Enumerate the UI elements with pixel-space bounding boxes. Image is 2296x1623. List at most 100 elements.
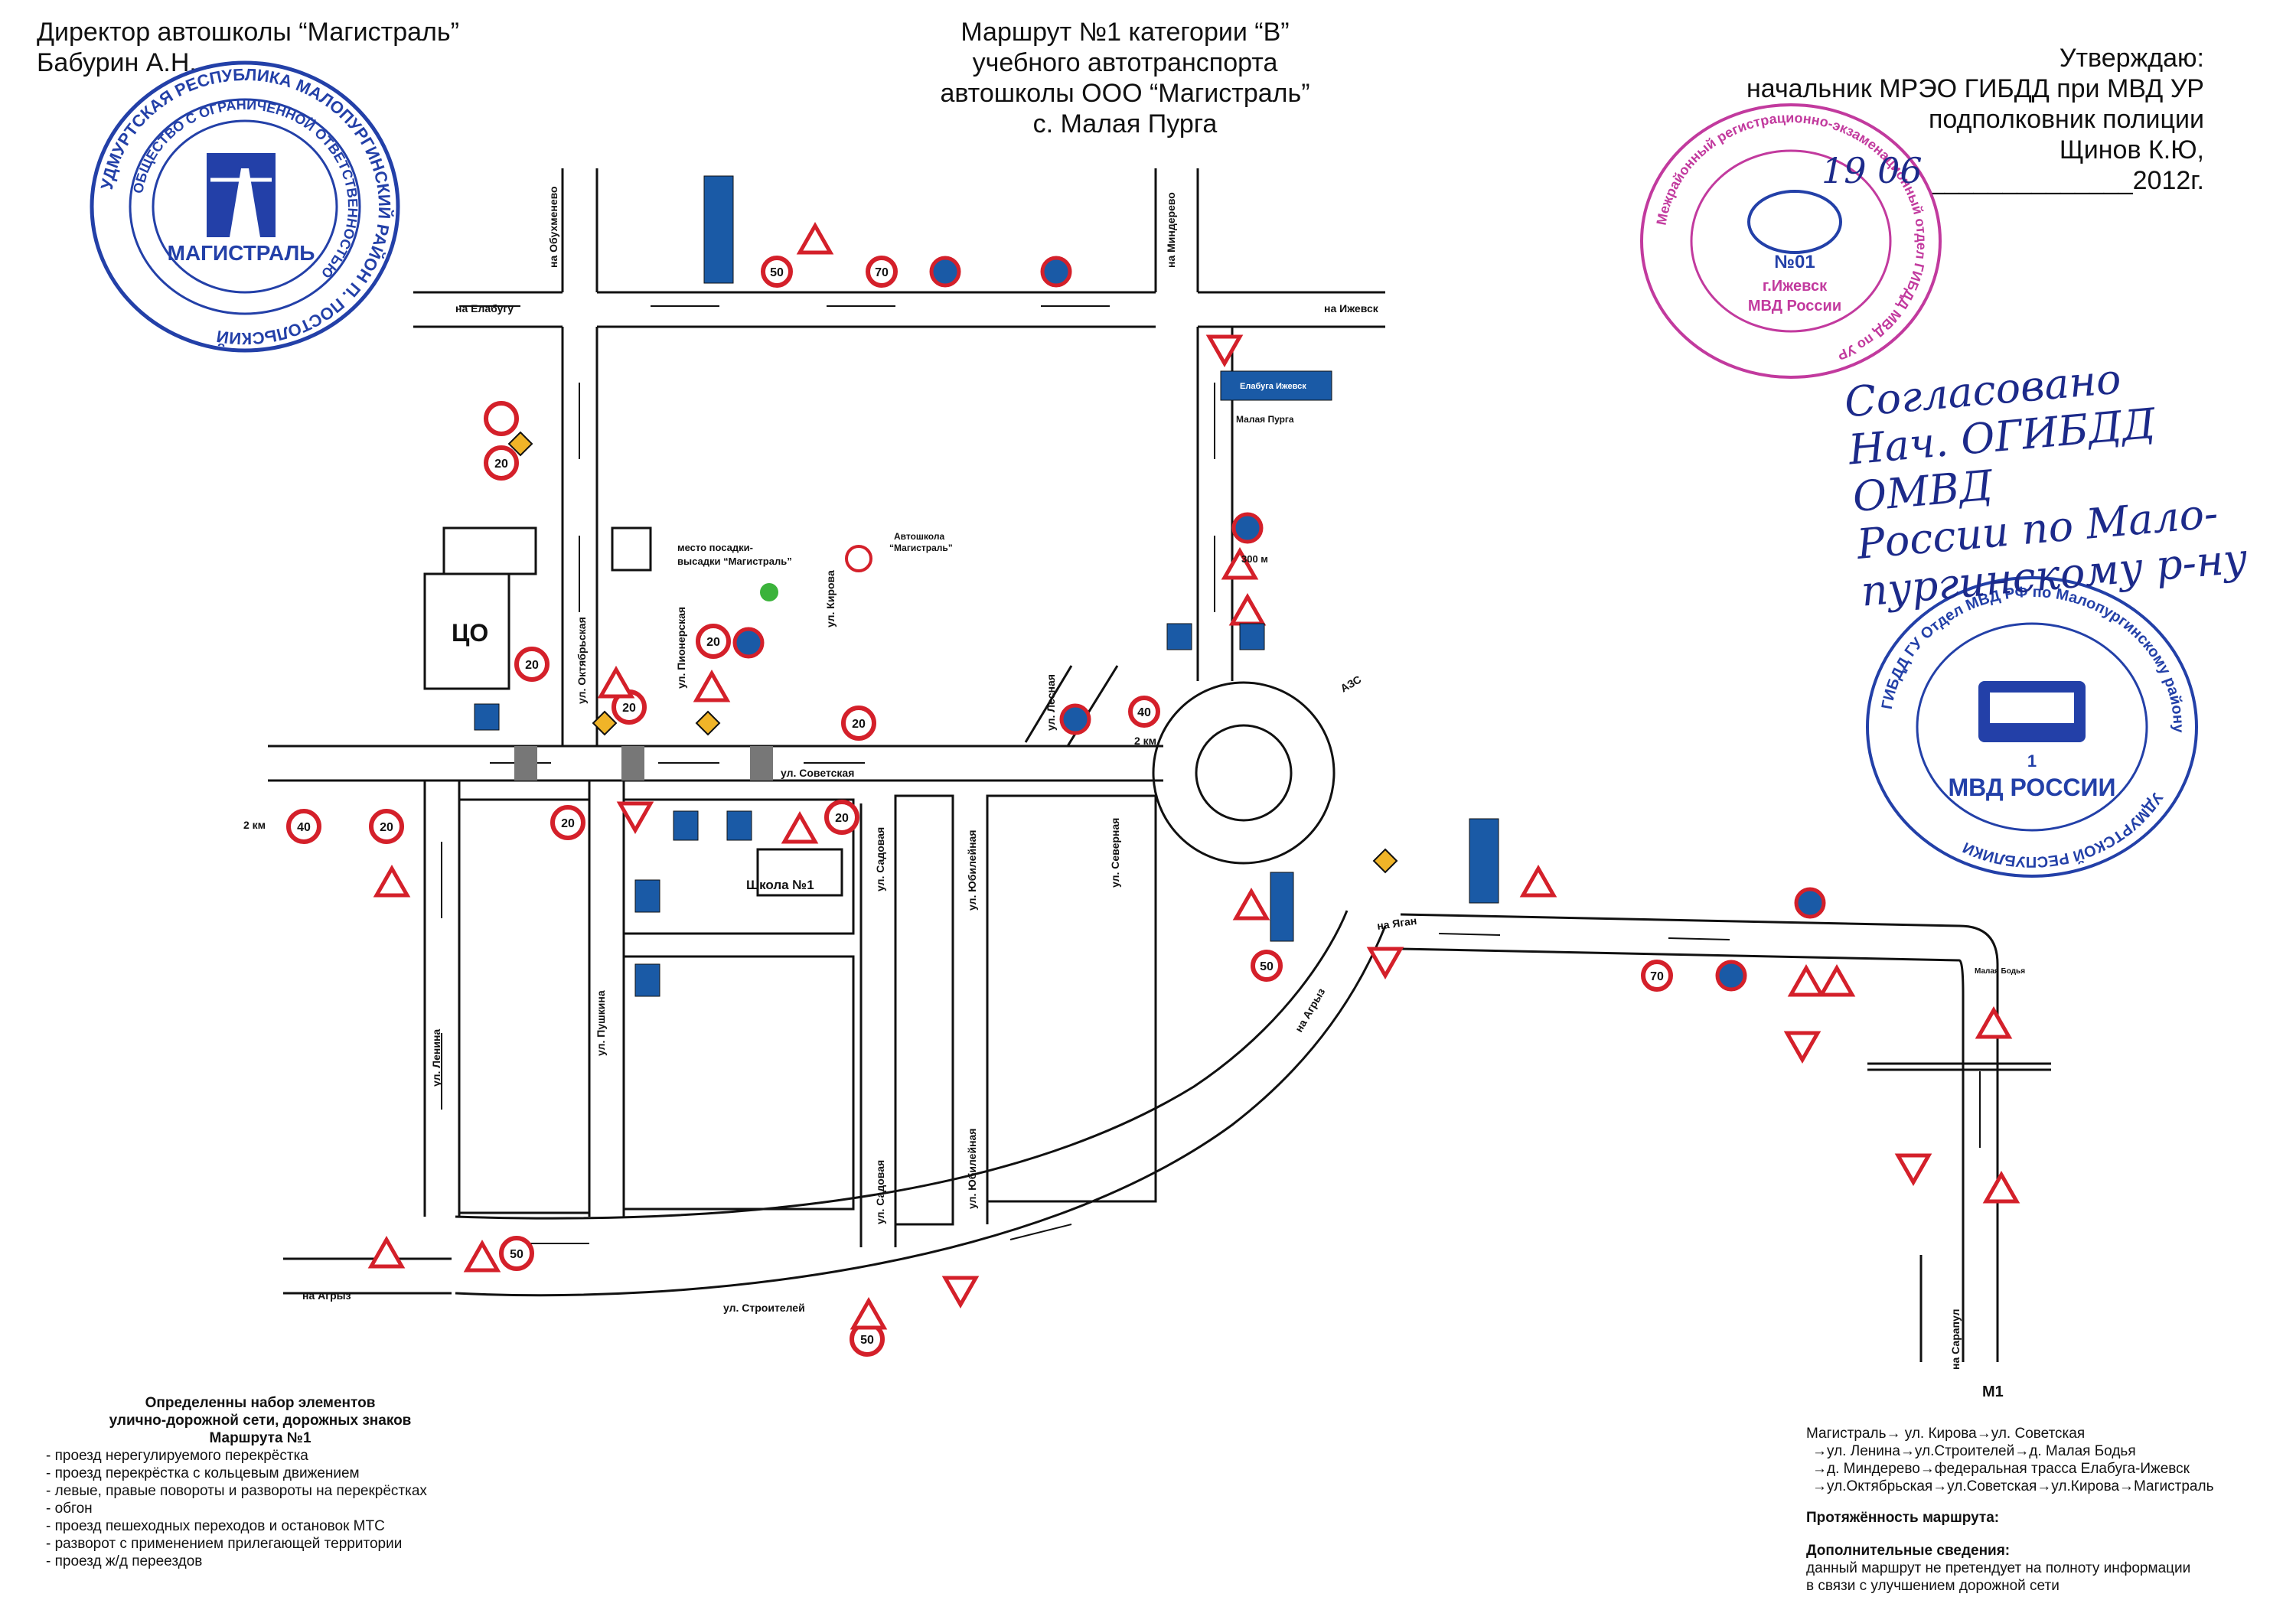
road-signs <box>286 175 2020 1357</box>
street-sovetskaya: ул. Советская <box>781 767 854 779</box>
direction-izhevsk: на Ижевск <box>1324 302 1379 314</box>
approval-date-handwritten: 19 06 <box>1821 150 1923 191</box>
speed-40-b: 40 <box>1137 706 1151 719</box>
road-outlines <box>268 168 1999 1362</box>
title-line-2: учебного автотранспорта <box>972 48 1278 77</box>
speed-20-g: 20 <box>835 812 849 825</box>
pink-stamp-city: г.Ижевск <box>1763 278 1828 295</box>
legend-item: - обгон <box>46 1501 93 1517</box>
route-extra-label: Дополнительные сведения: <box>1806 1543 2011 1559</box>
street-oktyabrskaya: ул. Октябрьская <box>576 617 588 704</box>
speed-20-a: 20 <box>525 659 539 672</box>
legend-title-3: Маршрута №1 <box>209 1430 311 1446</box>
approval-line-2: начальник МРЭО ГИБДД при МВД УР <box>1746 74 2204 103</box>
route-arrows <box>441 305 1981 1244</box>
magistral-stamp: УДМУРТСКАЯ РЕСПУБЛИКА МАЛОПУРГИНСКИЙ РАЙ… <box>90 60 400 353</box>
building-school: Школа №1 <box>746 878 814 892</box>
direction-yagan: на Яган <box>1376 914 1417 932</box>
speed-20-h: 20 <box>494 458 508 471</box>
pink-stamp-number: №01 <box>1774 252 1815 272</box>
speed-70-a: 70 <box>875 266 889 279</box>
street-kirova: ул. Кирова <box>824 570 837 627</box>
approval-line-4: Щинов К.Ю, <box>2059 135 2204 165</box>
legend-item: - проезд перекрёстка с кольцевым движени… <box>46 1465 360 1481</box>
street-severnaya: ул. Северная <box>1109 818 1121 888</box>
legend-title-2: улично-дорожной сети, дорожных знаков <box>109 1413 412 1429</box>
route-description: Магистраль→ ул. Кирова→ул. Советская →ул… <box>1806 1425 2281 1595</box>
highway-m1-label: М1 <box>1982 1383 2004 1400</box>
title-line-1: Маршрут №1 категории “В” <box>960 18 1290 47</box>
speed-50-d: 50 <box>860 1334 874 1347</box>
direction-elabuga: на Елабугу <box>455 302 514 314</box>
route-extra-line-1: данный маршрут не претендует на полноту … <box>1806 1560 2191 1576</box>
boarding-label-2: высадки “Магистраль” <box>677 556 792 567</box>
street-sadovaya-bottom: ул. Садовая <box>874 1160 886 1224</box>
blue-stamp-ministry: МВД РОССИИ <box>1948 774 2115 801</box>
building-tso: ЦО <box>452 619 488 647</box>
legend: Определенны набор элементов улично-дорож… <box>46 1394 475 1570</box>
sign-malaya-purga: Малая Пурга <box>1236 414 1294 425</box>
director-title: Директор автошколы “Магистраль” <box>37 18 459 47</box>
title-line-4: с. Малая Пурга <box>1032 109 1218 139</box>
gibdd-stamp: ГИБДД ГУ Отдел МВД РФ по Малопургинскому… <box>1866 576 2198 878</box>
sign-elabuga-izhevsk: Елабуга Ижевск <box>1240 382 1306 391</box>
speed-20-d: 20 <box>852 718 866 731</box>
speed-20-e: 20 <box>380 821 393 834</box>
route-line-3: →д. Миндерево→федеральная трасса Елабуга… <box>1812 1461 2190 1477</box>
boarding-point-marker <box>760 583 778 601</box>
street-pushkina: ул. Пушкина <box>595 990 607 1056</box>
route-extra-line-2: в связи с улучшением дорожной сети <box>1806 1578 2060 1594</box>
direction-agryz-left: на Агрыз <box>302 1289 351 1302</box>
mreo-stamp: Межрайонный регистрационно-экзаменационн… <box>1640 103 1942 379</box>
distance-2km-left: 2 км <box>243 819 266 831</box>
direction-obukhmenevo: на Обухменево <box>547 186 559 268</box>
street-stroiteley: ул. Строителей <box>723 1302 805 1314</box>
speed-50-b: 50 <box>1260 960 1274 973</box>
title-line-3: автошколы ООО “Магистраль” <box>940 79 1310 108</box>
speed-70-b: 70 <box>1650 970 1664 983</box>
street-lesnaya: ул. Лесная <box>1045 674 1057 731</box>
route-line-2: →ул. Ленина→ул.Строителей→д. Малая Бодья <box>1812 1443 2136 1459</box>
direction-sarapul: на Сарапул <box>1949 1309 1962 1370</box>
legend-title-1: Определенны набор элементов <box>145 1395 376 1411</box>
route-line-1: Магистраль→ ул. Кирова→ул. Советская <box>1806 1426 2086 1442</box>
approval-line-1: Утверждаю: <box>2059 44 2204 73</box>
distance-300m: 300 м <box>1241 553 1268 565</box>
legend-item: - проезд ж/д переездов <box>46 1553 203 1569</box>
azs-label: АЗС <box>1339 673 1364 694</box>
legend-item: - проезд нерегулируемого перекрёстка <box>46 1448 308 1464</box>
building-avtoshkola-1: Автошкола <box>894 531 944 542</box>
speed-50-c: 50 <box>510 1248 523 1261</box>
speed-50-a: 50 <box>770 266 784 279</box>
street-lenina: ул. Ленина <box>430 1029 442 1087</box>
page-title: Маршрут №1 категории “В” учебного автотр… <box>834 17 1416 139</box>
route-line-4: →ул.Октябрьская→ул.Советская→ул.Кирова→М… <box>1812 1478 2214 1494</box>
sign-malaya-bodya: Малая Бодья <box>1975 967 2025 976</box>
speed-20-f: 20 <box>561 817 575 830</box>
speed-20-c: 20 <box>706 636 720 649</box>
blue-stamp-number: 1 <box>2027 751 2037 771</box>
street-sadovaya-top: ул. Садовая <box>874 827 886 891</box>
director-signature-block: Директор автошколы “Магистраль” Бабурин … <box>37 17 459 78</box>
approval-line-5: ______________2012г. <box>1929 166 2204 195</box>
pink-stamp-ministry: МВД России <box>1748 298 1841 314</box>
director-name: Бабурин А.Н. <box>37 48 197 77</box>
speed-20-b: 20 <box>622 702 636 715</box>
distance-2km-mid: 2 км <box>1134 735 1156 747</box>
street-pionerskaya: ул. Пионерская <box>675 607 687 689</box>
crosswalks <box>514 746 773 781</box>
stamp-name: МАГИСТРАЛЬ <box>168 241 315 265</box>
building-avtoshkola-2: “Магистраль” <box>889 543 953 553</box>
boarding-label-1: место посадки- <box>677 542 753 553</box>
speed-40-a: 40 <box>297 821 311 834</box>
legend-item: - левые, правые повороты и развороты на … <box>46 1483 427 1499</box>
no-entry-sign-icon <box>845 545 872 572</box>
legend-item: - разворот с применением прилегающей тер… <box>46 1536 403 1552</box>
railway-crossing <box>1867 1062 2051 1071</box>
street-yubileynaya-bottom: ул. Юбилейная <box>966 1129 978 1209</box>
direction-minderevo: на Миндерево <box>1165 192 1177 268</box>
approval-line-3: подполковник полиции <box>1928 105 2204 134</box>
approval-block: Утверждаю: начальник МРЭО ГИБДД при МВД … <box>1607 43 2204 196</box>
route-length-label: Протяжённость маршрута: <box>1806 1510 2000 1526</box>
